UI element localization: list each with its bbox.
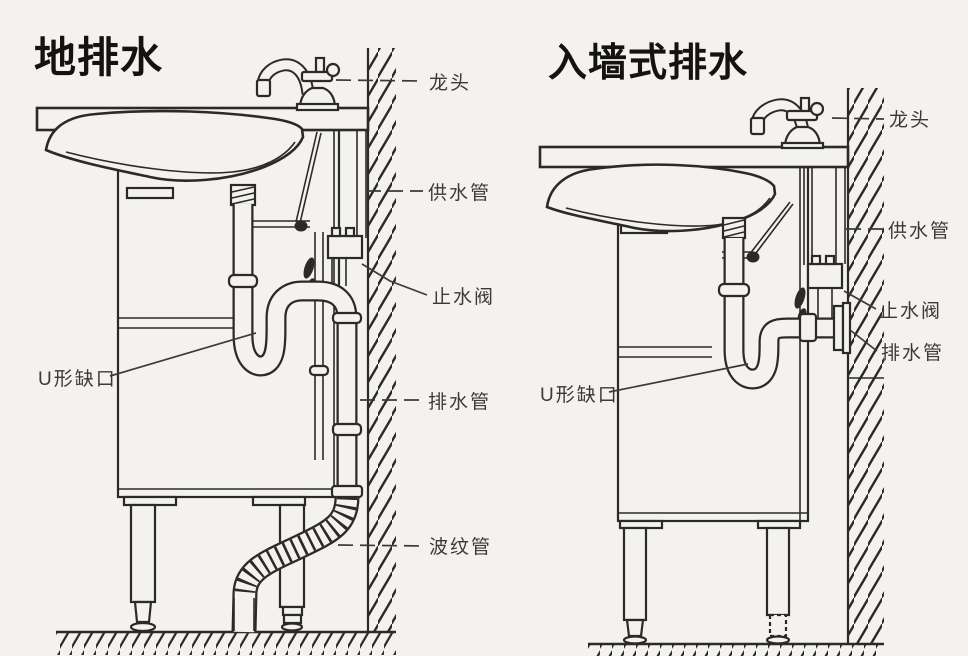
handle-knob (325, 62, 341, 78)
leg-foot (765, 635, 791, 645)
leader-line (335, 79, 425, 82)
spout-outlet (255, 78, 272, 98)
wall-left (366, 48, 396, 633)
cabinet-leg (129, 503, 157, 604)
labels-left: 龙头 供水管 止水阀 U形缺口 排水管 波纹管 (38, 72, 495, 558)
label-corrugated-pipe: 波纹管 (337, 536, 492, 558)
pipe-coupling (331, 422, 363, 437)
popup-rod-right (722, 167, 813, 265)
left-title: 地排水 (34, 34, 163, 81)
faucet-left (255, 56, 341, 112)
left-diagram: 地排水 龙头 供水管 止水阀 U形缺口 排水管 (34, 34, 495, 655)
label-valve-text: 止水阀 (879, 300, 942, 322)
linkage-pivot (746, 251, 760, 263)
floor-hatch-left (56, 633, 396, 655)
legs-right (622, 526, 791, 645)
pipe-coupling (330, 484, 364, 499)
corrugation (234, 496, 358, 594)
wall-hatch-left (368, 48, 396, 633)
label-stop-valve: 止水阀 (843, 290, 942, 322)
right-diagram: 入墙式排水 龙头 供水管 止水阀 排水管 U形缺口 (538, 42, 951, 656)
cabinet-leg (622, 526, 648, 622)
leader-line (361, 263, 428, 296)
wall-right (846, 88, 884, 644)
pipe-coupling (227, 273, 259, 289)
label-supply-text: 供水管 (888, 220, 951, 242)
label-stop-valve: 止水阀 (361, 263, 495, 308)
popup-rod-left (253, 131, 330, 460)
leg-mount (251, 495, 307, 507)
label-corrugated-text: 波纹管 (429, 536, 492, 558)
floor-hatch-right (588, 645, 884, 656)
label-supply-pipe: 供水管 (366, 182, 491, 204)
leader-line (843, 290, 877, 310)
valve-body (326, 234, 364, 260)
cabinet-leg (765, 526, 791, 617)
label-u-notch: U形缺口 (540, 363, 749, 406)
label-valve-text: 止水阀 (432, 286, 495, 308)
wall-flange (832, 304, 845, 352)
label-faucet: 龙头 (831, 109, 931, 131)
spout-outlet (749, 116, 766, 136)
pipe-coupling (798, 312, 818, 343)
valve-handle (794, 287, 806, 309)
countertop-right (538, 145, 850, 169)
floor-left (56, 630, 396, 655)
leg-foot (129, 621, 157, 633)
trap-right (717, 216, 852, 390)
linkage-pivot (294, 220, 308, 232)
basin-right (545, 163, 777, 233)
leader-line (337, 544, 425, 547)
leg-foot (622, 635, 648, 645)
label-drain-pipe: 排水管 (849, 329, 944, 364)
label-faucet: 龙头 (335, 72, 471, 94)
leg-mount (122, 495, 178, 507)
basin-left (44, 109, 305, 182)
trap-left (227, 183, 364, 499)
pipe-coupling (717, 282, 751, 298)
valve-body (806, 262, 844, 290)
label-supply-text: 供水管 (428, 182, 491, 204)
label-faucet-text: 龙头 (429, 72, 471, 94)
label-faucet-text: 龙头 (889, 109, 931, 131)
pipe-coupling (331, 311, 363, 325)
leader-line (831, 117, 885, 120)
handle-stem (314, 56, 326, 74)
right-title: 入墙式排水 (548, 42, 748, 85)
leader-line (608, 363, 749, 393)
label-drain-pipe: 排水管 (360, 391, 491, 413)
handle-knob (809, 101, 825, 117)
floor-right (588, 642, 884, 656)
valve-handle (303, 257, 315, 279)
label-drain-text: 排水管 (428, 391, 491, 413)
label-u-notch-text: U形缺口 (38, 368, 117, 390)
label-supply-pipe: 供水管 (846, 220, 951, 242)
corrugated-pipe-left (231, 496, 360, 633)
wall-hatch-right (848, 88, 884, 644)
faucet-right (749, 96, 825, 150)
supply-pipe-right (835, 167, 846, 264)
labels-right: 龙头 供水管 止水阀 排水管 U形缺口 (540, 109, 951, 406)
label-drain-text: 排水管 (881, 342, 944, 364)
label-u-notch-text: U形缺口 (540, 384, 619, 406)
leader-line (849, 329, 878, 352)
leg-foot (280, 622, 304, 632)
supply-pipe-left (356, 130, 367, 238)
cabinet-left (116, 128, 341, 507)
leader-line (109, 332, 257, 377)
label-u-notch: U形缺口 (38, 332, 257, 390)
drawer-handle (125, 186, 175, 200)
